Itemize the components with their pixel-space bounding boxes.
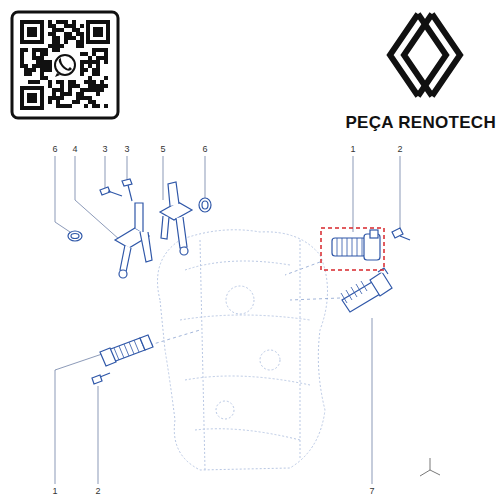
callout-number: 1: [52, 487, 57, 496]
brand-text: PEÇA RENOTECH: [345, 114, 496, 131]
engine-block: [158, 230, 328, 470]
leader-lines: [55, 156, 400, 484]
solenoid-rings: [114, 238, 367, 360]
callout-number: 3: [102, 145, 107, 154]
callout-number: 1: [350, 145, 355, 154]
qr-finders: [20, 20, 110, 110]
qr-frame: [12, 12, 118, 118]
projection-lines: [150, 262, 340, 345]
callout-number: 5: [160, 145, 165, 154]
axis-symbol: [420, 458, 440, 476]
whatsapp-icon: [52, 52, 78, 78]
qr-code: [20, 20, 108, 108]
callout-number: 2: [397, 145, 402, 154]
callout-number: 7: [369, 487, 374, 496]
callout-number: 6: [202, 145, 207, 154]
callout-number: 4: [72, 145, 77, 154]
renault-logo: [390, 14, 460, 96]
parts: [68, 179, 410, 384]
callout-number: 3: [124, 145, 129, 154]
callout-number: 2: [95, 487, 100, 496]
callout-number: 6: [52, 145, 57, 154]
highlight-box: [321, 228, 384, 270]
